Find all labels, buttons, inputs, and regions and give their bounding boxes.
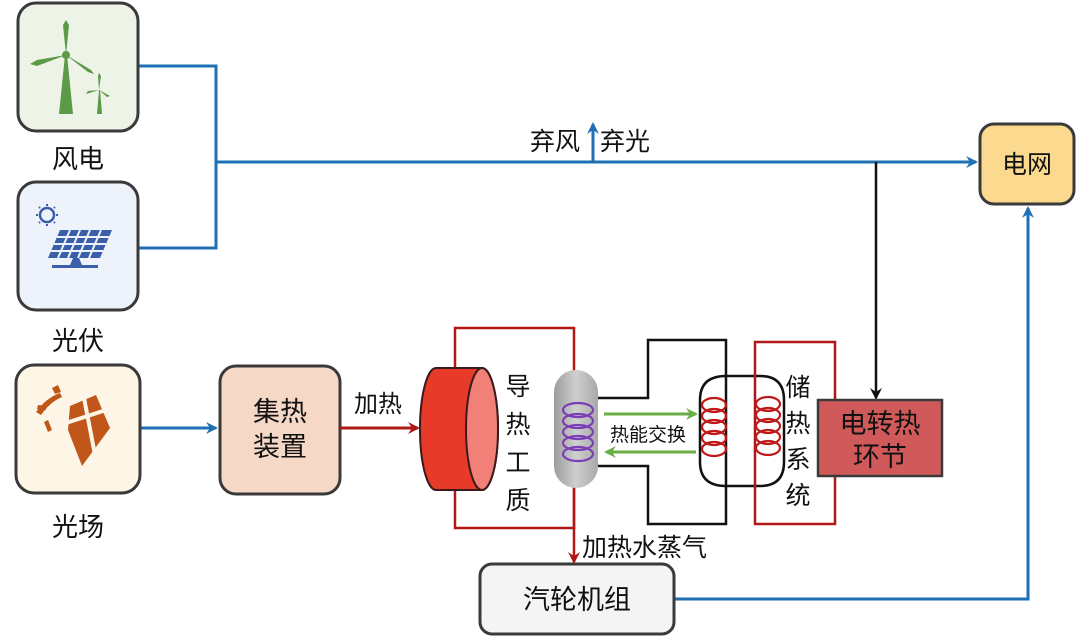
solar-field-source[interactable]: 光场 [14,363,142,543]
curtailment-pv-label: 弃光 [600,127,650,156]
svg-text:热: 热 [785,409,810,438]
heat-exchange-label: 热能交换 [610,424,686,446]
pv-label: 光伏 [52,327,104,357]
turbine-to-grid-line [674,206,1034,601]
turbine-label: 汽轮机组 [523,585,631,616]
storage-coil-left-icon [700,396,728,458]
e2h-line2: 环节 [853,442,907,473]
svg-text:储: 储 [785,373,810,402]
turbine-node[interactable]: 汽轮机组 [478,562,676,636]
svg-text:工: 工 [505,448,530,477]
solar-field-icon [36,385,110,466]
steam-label: 加热水蒸气 [582,533,707,562]
svg-text:导: 导 [505,372,530,401]
e2h-line1: 电转热 [840,409,921,440]
solar-panel-icon [36,204,112,268]
svg-text:热: 热 [505,410,530,439]
wind-label: 风电 [52,145,104,175]
storage-label: 储 热 系 统 [785,373,810,510]
pv-source[interactable]: 光伏 [16,180,140,357]
wind-to-bus-line [138,64,218,162]
heat-exchange-frame [598,338,728,526]
collector-line2: 装置 [253,432,307,463]
curtailment-wind-label: 弃风 [530,127,580,156]
collector-line1: 集热 [253,397,307,428]
power-lines [138,64,1034,601]
heat-collector[interactable]: 集热 装置 [218,364,342,496]
pv-to-bus-line [138,162,218,250]
solar-field-label: 光场 [52,513,104,543]
storage-body [698,374,786,488]
svg-text:质: 质 [505,486,530,515]
e2h-node[interactable]: 电转热 环节 [816,398,944,478]
wind-source[interactable]: 风电 [16,1,140,175]
heating-label: 加热 [354,390,402,418]
grid-node[interactable]: 电网 [978,122,1076,206]
purple-coil-icon [561,401,595,463]
thermal-tank [419,367,499,491]
storage-coil-right-icon [754,395,782,457]
thermal-medium-label: 导 热 工 质 [505,372,530,515]
svg-text:系: 系 [785,445,810,474]
heat-exchanger-capsule [554,370,598,488]
svg-text:统: 统 [785,481,810,510]
grid-label: 电网 [1002,150,1052,179]
wind-turbine-icon [30,20,110,114]
